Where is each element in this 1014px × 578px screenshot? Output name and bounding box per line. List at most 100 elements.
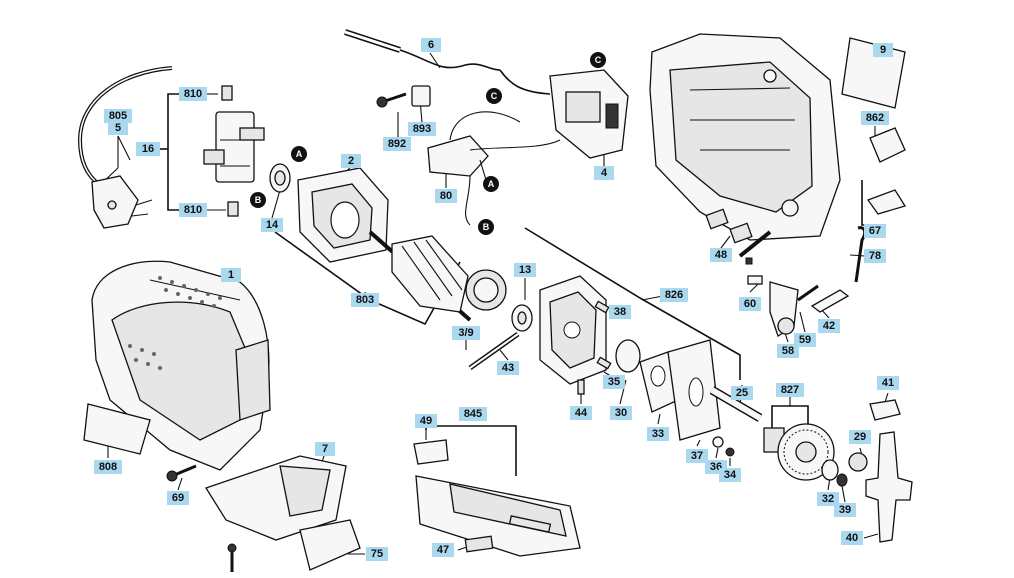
part-label-805: 805 [104,109,132,123]
part-label-text: 4 [601,167,608,179]
part-label-text: 29 [854,431,866,443]
part-label-826: 826 [660,288,688,302]
pin-59 [797,284,819,302]
callout-a-2: A [483,176,499,192]
part-label-box [167,491,189,505]
pin-78 [854,226,867,283]
part-label-3-9: 3/9 [452,326,480,340]
part-label-box [383,137,411,151]
part-label-box [351,293,379,307]
clamp-893 [411,85,431,107]
part-label-text: 862 [866,112,884,124]
part-label-text: 42 [823,320,835,332]
part-label-59: 59 [794,333,816,347]
part-label-845: 845 [459,407,487,421]
part-label-text: 35 [608,376,620,388]
part-label-25: 25 [731,386,753,400]
part-label-box [179,87,207,101]
part-label-text: 59 [799,334,811,346]
part-label-text: 892 [388,138,406,150]
part-label-box [817,492,839,506]
part-label-text: 893 [413,123,431,135]
part-label-text: 78 [869,250,881,262]
part-label-box [432,543,454,557]
part-label-text: 3/9 [458,327,473,339]
housing-right [649,33,841,241]
part-label-7: 7 [315,442,335,456]
part-label-text: 43 [502,362,514,374]
part-label-box [647,427,669,441]
part-label-33: 33 [647,427,669,441]
part-label-75: 75 [366,547,388,561]
callout-markers: A A B B C C [250,52,606,235]
part-label-box [834,503,856,517]
gear-housing [539,275,607,385]
part-label-text: 33 [652,428,664,440]
part-label-38: 38 [609,305,631,319]
part-label-box [570,406,592,420]
part-label-text: 13 [519,264,531,276]
part-label-5: 5 [108,121,128,135]
pin-44 [577,379,585,395]
part-label-69: 69 [167,491,189,505]
part-label-box [818,319,840,333]
part-label-text: 48 [715,249,727,261]
screw-69 [166,464,197,482]
part-label-box [452,326,480,340]
part-label-67: 67 [864,224,886,238]
callout-c-2: C [486,88,502,104]
pin-35 [596,356,612,370]
part-label-box [603,375,625,389]
part-label-text: 49 [420,415,432,427]
part-label-box [594,166,614,180]
part-label-58: 58 [777,344,799,358]
part-label-box [873,43,893,57]
part-label-box [408,122,436,136]
part-label-44: 44 [570,406,592,420]
part-label-text: 25 [736,387,748,399]
part-label-text: 41 [882,377,894,389]
part-label-text: 16 [142,143,154,155]
part-label-text: 810 [184,88,202,100]
part-label-box [686,449,708,463]
svg-text:A: A [296,149,303,159]
svg-text:A: A [488,179,495,189]
part-label-box [179,203,207,217]
part-label-text: 40 [846,532,858,544]
clip-49 [413,439,449,465]
washer-36 [712,436,724,448]
knob-862 [869,127,906,163]
part-label-16: 16 [136,142,160,156]
part-label-box [609,305,631,319]
armature [368,230,533,332]
callout-c-1: C [590,52,606,68]
part-label-text: 67 [869,225,881,237]
callout-b-2: B [478,219,494,235]
part-47 [464,535,494,553]
part-label-box [341,154,361,168]
part-label-37: 37 [686,449,708,463]
part-label-box [794,333,816,347]
part-label-text: 32 [822,493,834,505]
part-label-13: 13 [514,263,536,277]
part-label-42: 42 [818,319,840,333]
part-label-box [864,224,886,238]
part-label-text: 827 [781,384,799,396]
part-label-text: 58 [782,345,794,357]
part-label-box [849,430,871,444]
disc-30 [615,339,641,373]
part-label-box [731,386,753,400]
part-label-text: 80 [440,190,452,202]
part-label-6: 6 [421,38,441,52]
part-label-box [108,121,128,135]
part-label-1: 1 [221,268,241,282]
part-label-box [610,406,632,420]
callout-b-1: B [250,192,266,208]
part-label-47: 47 [432,543,454,557]
part-label-box [421,38,441,52]
part-label-80: 80 [435,189,457,203]
part-label-text: 805 [109,110,127,122]
part-label-text: 808 [99,461,117,473]
part-label-text: 1 [228,269,234,281]
lever-67 [866,189,907,215]
